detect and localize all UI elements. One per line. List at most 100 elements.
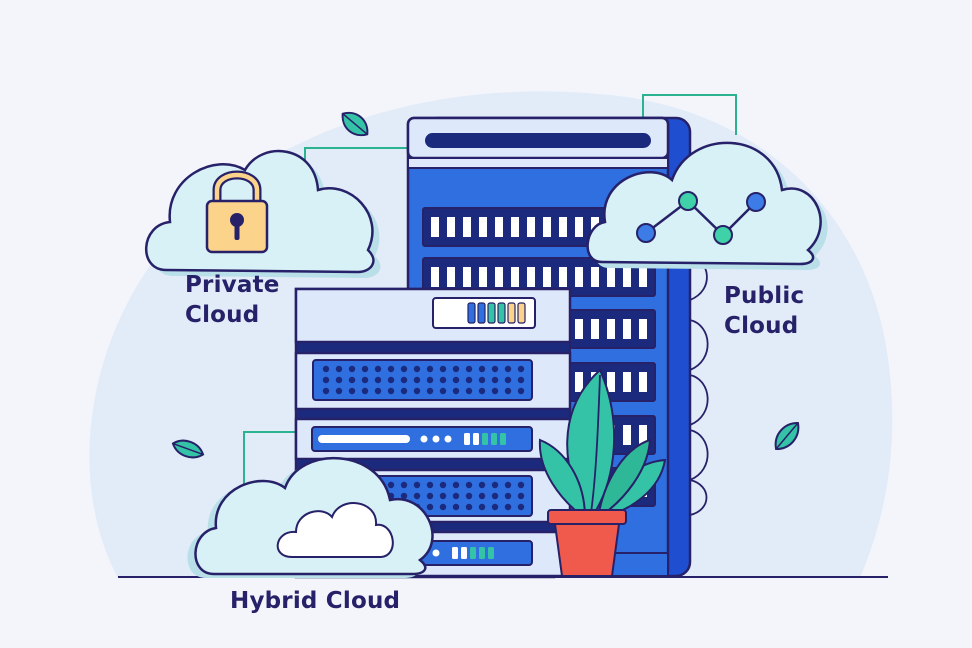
led-dot <box>444 435 452 443</box>
vent-dot <box>348 365 356 373</box>
led-bar <box>491 433 497 445</box>
led-dot <box>432 549 440 557</box>
vent-dot <box>504 503 512 511</box>
vent-dot <box>387 481 395 489</box>
vent-slot <box>543 217 551 237</box>
private-cloud-icon <box>144 149 381 278</box>
line-graph-icon <box>636 191 766 245</box>
vent-dot <box>413 492 421 500</box>
vent-dot <box>426 387 434 395</box>
vent-dot <box>465 492 473 500</box>
vent-dot <box>504 376 512 384</box>
vent-slot <box>463 217 471 237</box>
padlock-icon <box>205 170 269 254</box>
vent-dot <box>517 365 525 373</box>
vent-dot <box>426 365 434 373</box>
vent-dot <box>426 492 434 500</box>
vent-dot <box>491 365 499 373</box>
vent-dot <box>478 387 486 395</box>
vent-slot <box>495 267 503 287</box>
vent-dot <box>504 481 512 489</box>
vent-dot <box>361 376 369 384</box>
vent-dot <box>400 481 408 489</box>
vent-dot <box>478 481 486 489</box>
cloud-icon <box>276 502 394 558</box>
vent-dot <box>452 492 460 500</box>
vent-dot <box>478 492 486 500</box>
hybrid-connector <box>243 431 300 490</box>
vent-dot <box>335 387 343 395</box>
led-dot <box>432 435 440 443</box>
vent-dot <box>361 365 369 373</box>
public-cloud-label-line1: Public <box>724 283 805 309</box>
vent-slot <box>607 267 615 287</box>
leaf-icon <box>774 421 800 451</box>
vent-dot <box>439 365 447 373</box>
private-cloud-label-line2: Cloud <box>185 302 260 328</box>
vent-slot <box>639 425 647 445</box>
vent-dot <box>335 365 343 373</box>
vent-dot <box>465 387 473 395</box>
vent-slot <box>623 372 631 392</box>
vent-slot <box>623 425 631 445</box>
vent-slot <box>431 267 439 287</box>
public-cloud-label: Public Cloud <box>724 281 804 341</box>
vent-slot <box>639 372 647 392</box>
led-bar <box>488 547 494 559</box>
potted-plant-icon <box>538 368 667 577</box>
leaf-icon <box>341 111 369 137</box>
vent-slot <box>607 319 615 339</box>
vent-slot <box>623 319 631 339</box>
vent-dot <box>439 376 447 384</box>
vent-slot <box>575 319 583 339</box>
vent-dot <box>374 376 382 384</box>
private-cloud-label: Private Cloud <box>185 270 280 330</box>
vent-dot <box>400 365 408 373</box>
vent-dot <box>504 492 512 500</box>
vent-dot <box>387 387 395 395</box>
vent-dot <box>504 365 512 373</box>
vent-dot <box>478 503 486 511</box>
public-cloud-icon <box>586 141 828 270</box>
vent-dot <box>478 376 486 384</box>
vent-slot <box>607 372 615 392</box>
status-bar <box>487 302 496 324</box>
vent-slot <box>639 267 647 287</box>
status-bar <box>517 302 526 324</box>
vent-dot <box>465 365 473 373</box>
vent-dot <box>374 365 382 373</box>
vent-slot <box>511 217 519 237</box>
vent-dot <box>361 387 369 395</box>
vent-dot <box>439 387 447 395</box>
vent-dot <box>452 503 460 511</box>
status-bar <box>467 302 476 324</box>
vent-slot <box>591 319 599 339</box>
vent-dot <box>517 376 525 384</box>
led-bar <box>470 547 476 559</box>
vent-dot <box>452 376 460 384</box>
status-indicator-bars <box>467 302 526 324</box>
vent-slot <box>575 217 583 237</box>
vent-slot <box>591 267 599 287</box>
vent-dot <box>322 387 330 395</box>
vent-dot <box>452 365 460 373</box>
led-bar <box>479 547 485 559</box>
vent-dots <box>322 365 525 395</box>
public-cloud-label-line2: Cloud <box>724 313 799 339</box>
vent-dot <box>387 365 395 373</box>
led-indicators <box>420 433 506 445</box>
led-bar <box>482 433 488 445</box>
vent-dot <box>517 387 525 395</box>
vent-dot <box>413 481 421 489</box>
vent-slot <box>543 267 551 287</box>
led-bar <box>464 433 470 445</box>
vent-slot <box>559 217 567 237</box>
vent-dot <box>426 481 434 489</box>
vent-dot <box>400 387 408 395</box>
vent-slot <box>479 217 487 237</box>
vent-slot <box>575 267 583 287</box>
vent-slot <box>639 319 647 339</box>
private-cloud-label-line1: Private <box>185 272 280 298</box>
vent-dot <box>439 503 447 511</box>
vent-dot <box>465 481 473 489</box>
